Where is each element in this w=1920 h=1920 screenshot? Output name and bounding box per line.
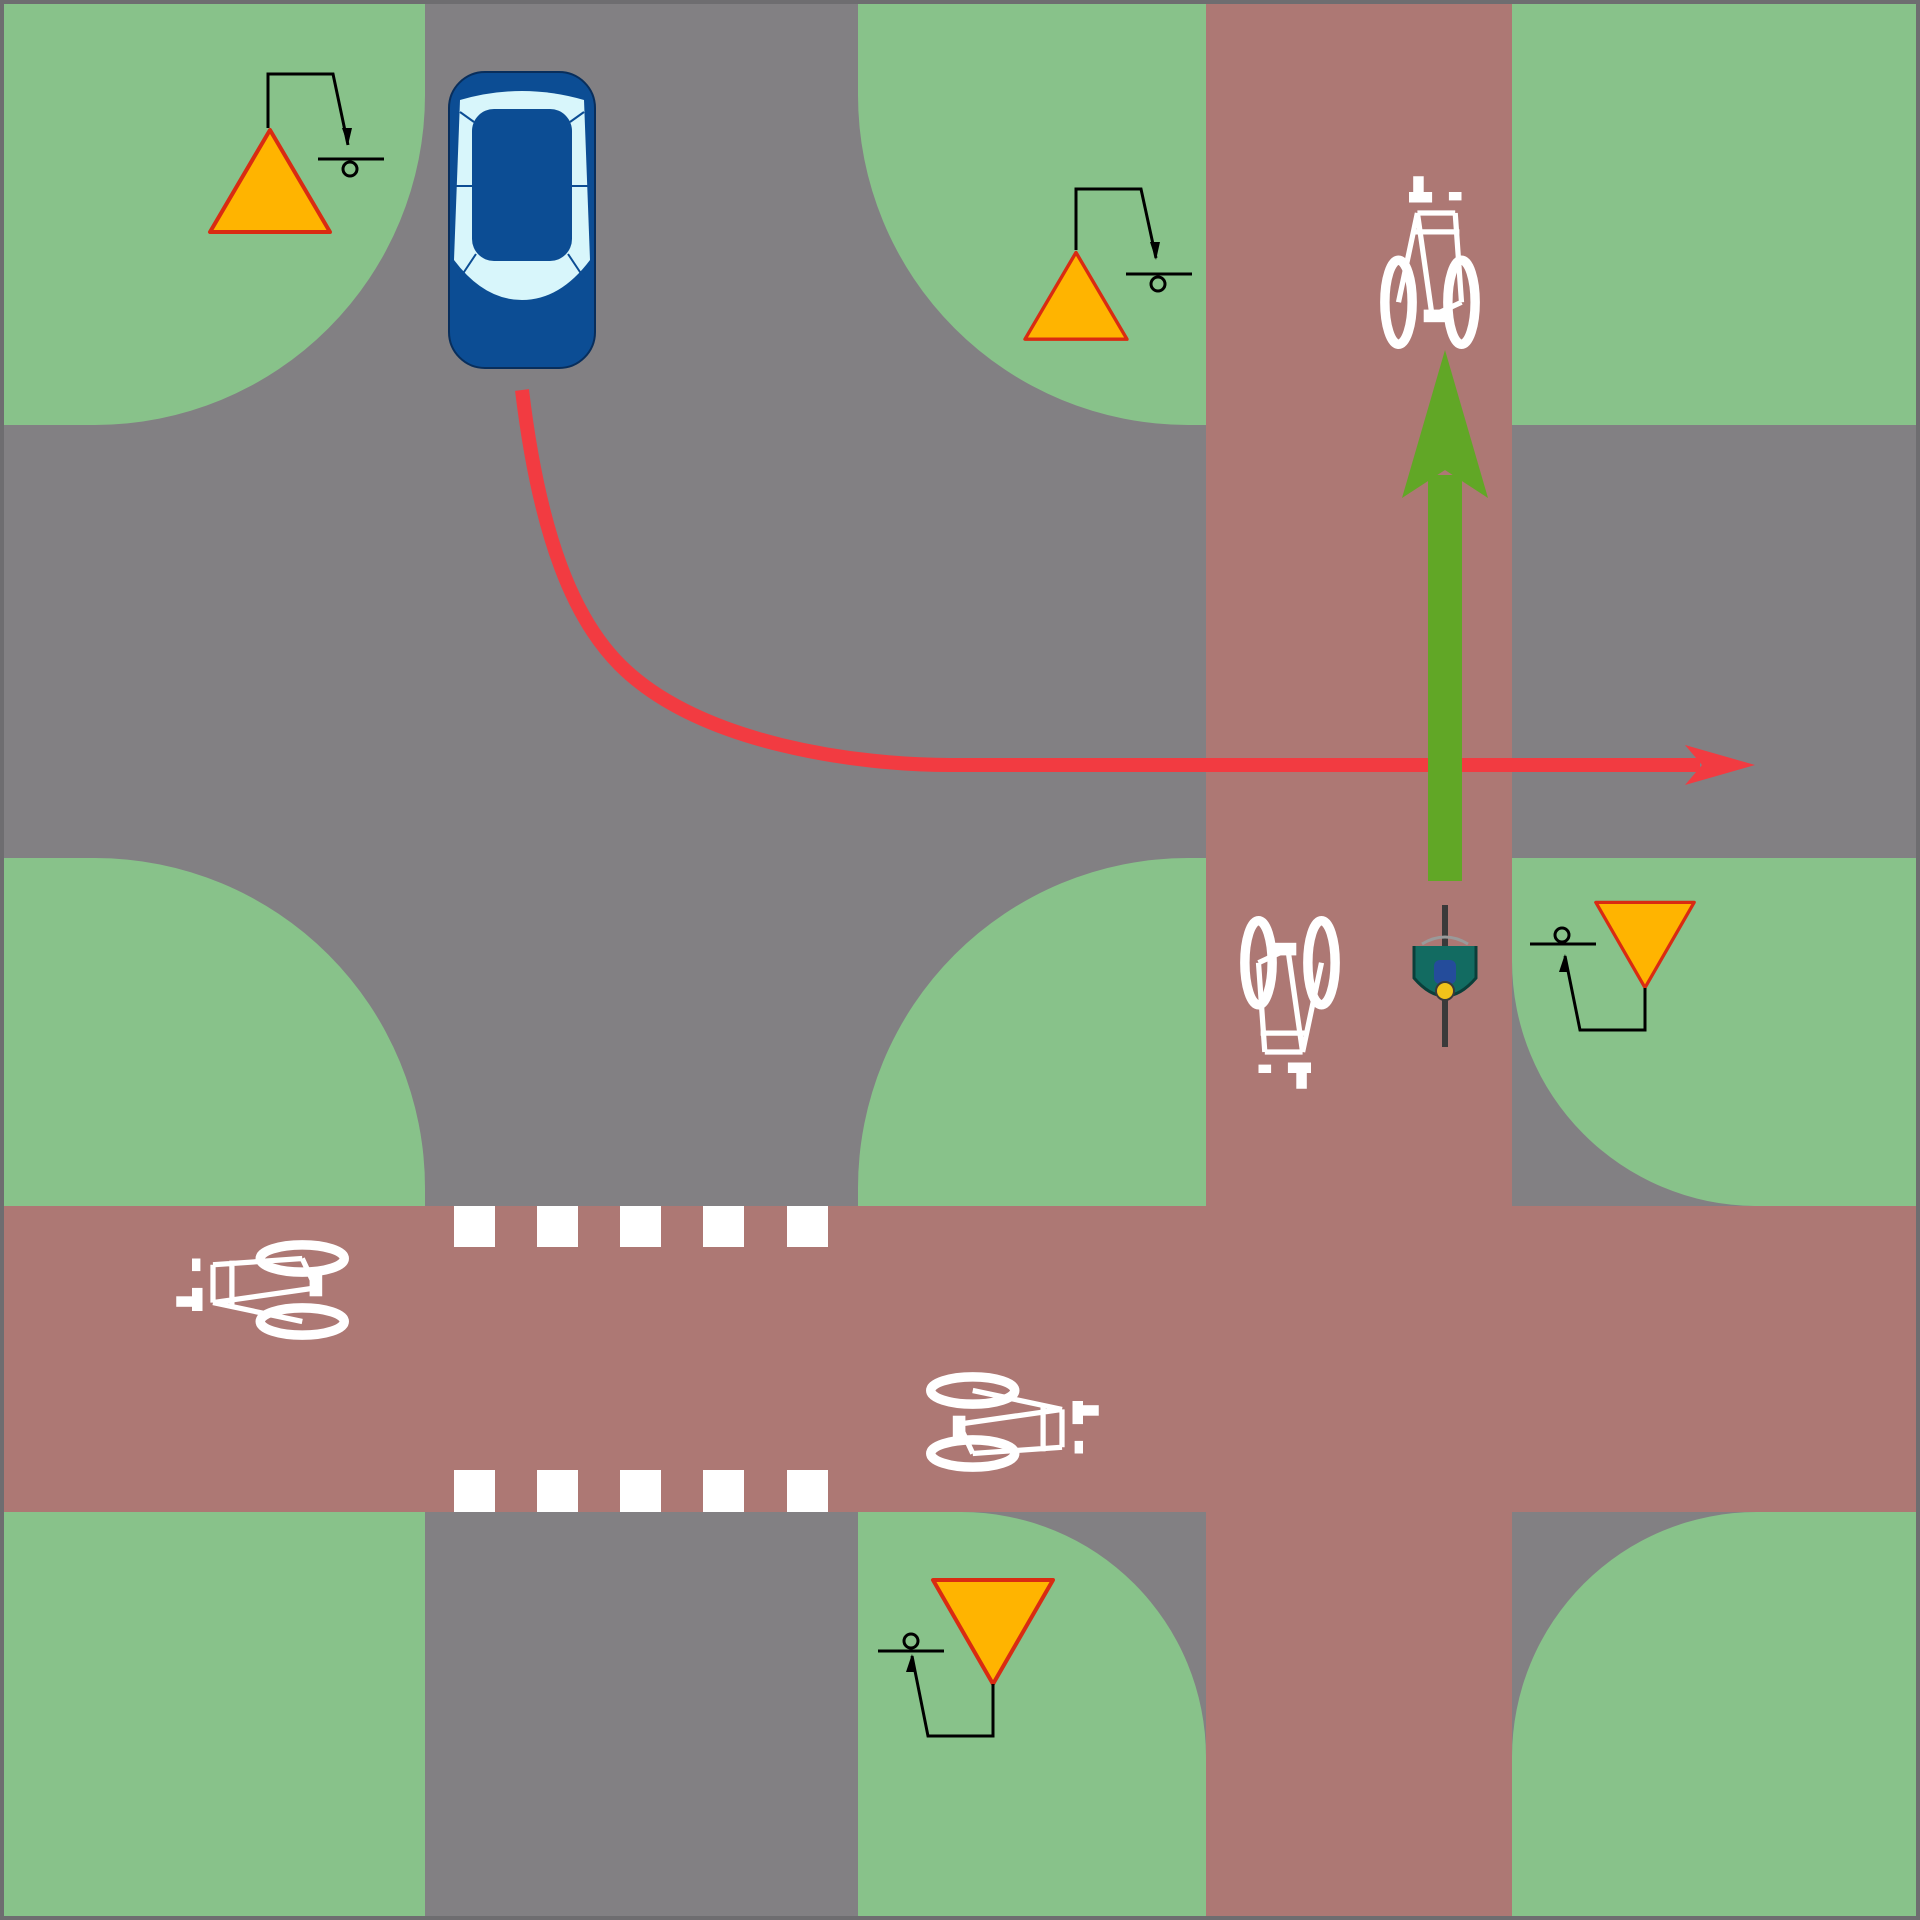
grass-bottom-right (1512, 1512, 1920, 1920)
cyclist-icon (1412, 905, 1478, 1047)
crossing-marking-top (454, 1206, 828, 1247)
grass-top-middle (858, 0, 1206, 425)
bike-path-horizontal (0, 1206, 1920, 1512)
crossing-marking-bottom (454, 1470, 828, 1512)
grass-top-right (1512, 0, 1920, 425)
turn-arrow-head (1685, 745, 1755, 785)
grass-top-left (0, 0, 425, 425)
straight-arrow-icon (1428, 475, 1462, 881)
straight-arrow-head (1402, 350, 1488, 498)
grass-bottom-middle (858, 1512, 1206, 1920)
grass-mid-left (0, 858, 425, 1206)
grass-mid-right (1512, 858, 1920, 1206)
give-way-sign-icon (878, 1578, 1055, 1738)
give-way-sign-icon (208, 72, 384, 234)
grass-mid-middle (858, 858, 1206, 1206)
give-way-sign-icon (1023, 187, 1192, 341)
car-icon (448, 71, 596, 369)
give-way-sign-icon (1530, 900, 1696, 1032)
grass-bottom-left (0, 1512, 425, 1920)
turn-arrow-icon (515, 389, 1700, 772)
